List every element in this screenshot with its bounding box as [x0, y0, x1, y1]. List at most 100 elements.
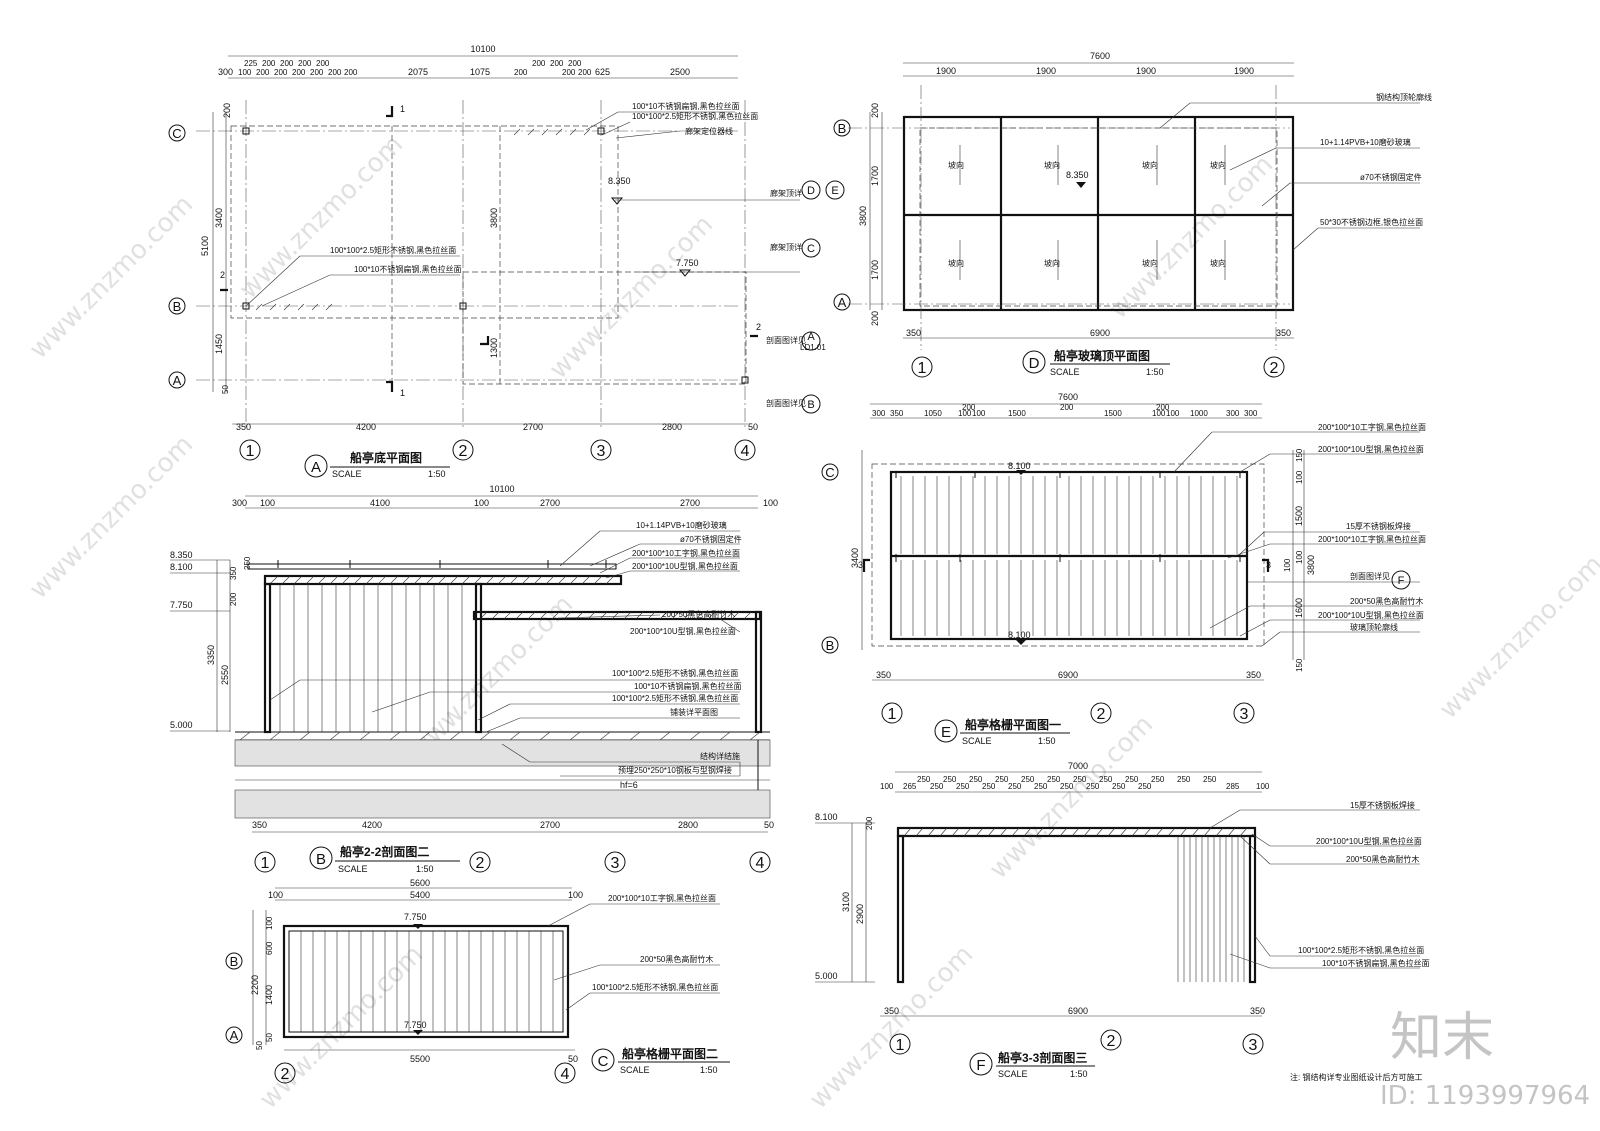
dim-text: 2550 — [220, 665, 230, 685]
watermark-text: www.znzmo.com — [1104, 150, 1279, 325]
level-text: 5.000 — [170, 720, 193, 730]
level-text: 8.350 — [608, 176, 631, 186]
callout-text: 玻璃顶轮廓线 — [1350, 622, 1398, 632]
dim-text: 1500 — [1104, 409, 1122, 418]
dim-text: 2500 — [670, 67, 690, 77]
dim-text: 2700 — [523, 422, 543, 432]
dim-text: 1600 — [1294, 598, 1304, 618]
dim-text: 200 — [229, 592, 238, 606]
dim-text: 3800 — [1306, 555, 1316, 575]
callout-text: 15厚不锈钢板焊接 — [1346, 521, 1411, 531]
dim-text: 250 — [1138, 782, 1152, 791]
dim-text: 50 — [265, 1033, 274, 1042]
panel-label: 坡向 — [948, 160, 964, 170]
watermark-text: www.znzmo.com — [984, 710, 1159, 885]
dim-text: 7600 — [1090, 51, 1110, 61]
dim-text: 1500 — [1008, 409, 1026, 418]
dim-text: 250 — [917, 775, 931, 784]
dim-text: 350 — [229, 566, 238, 580]
view-letter: A — [311, 459, 321, 476]
level-text: 7.750 — [676, 258, 699, 268]
dim-text: 250 — [1099, 775, 1113, 784]
dim-text: 200 — [532, 59, 546, 68]
dim-text: 100 — [880, 782, 894, 791]
dim-text: 300 — [218, 67, 233, 77]
watermark-text: www.znzmo.com — [804, 940, 979, 1115]
axis-label: 3 — [597, 443, 606, 460]
callout-text: 15厚不锈钢板焊接 — [1350, 800, 1415, 810]
view-title: 船亭格栅平面图一 — [965, 717, 1061, 732]
dim-text: 3400 — [850, 548, 860, 568]
dim-text: 5400 — [410, 890, 430, 900]
view-title: 船亭3-3剖面图三 — [998, 1050, 1087, 1065]
callout-text: 200*50黑色高耐竹木 — [662, 609, 735, 619]
dim-text: 1700 — [870, 166, 880, 186]
dim-text: 5600 — [410, 878, 430, 888]
plan-c: 5600 100 5400 100 7.750 7.750 100 600 22… — [225, 878, 730, 1084]
dim-text: 350 — [890, 409, 904, 418]
callout-text: 100*10不锈钢扁钢,黑色拉丝面 — [632, 101, 740, 111]
ref-bubble: D — [807, 185, 815, 197]
view-title-d: D 船亭玻璃顶平面图 SCALE 1:50 — [1022, 348, 1170, 377]
dim-text: 200 — [578, 68, 592, 77]
callout-text: 200*50黑色高耐竹木 — [640, 954, 713, 964]
dim-text: 265 — [903, 782, 917, 791]
dim-text: 3350 — [206, 645, 216, 665]
panel-label: 坡向 — [1044, 258, 1060, 268]
callout-text: 200*100*10U型钢,黑色拉丝面 — [632, 561, 738, 571]
axis-bubbles-x: 1 2 3 4 — [239, 439, 756, 461]
callout-text: 剖面图详见 — [1350, 571, 1390, 581]
level-text: 7.750 — [404, 1020, 427, 1030]
callout-text: 剖面图详见 — [766, 398, 806, 408]
dim-text: 50 — [221, 385, 230, 394]
dim-text: 100 — [1256, 782, 1270, 791]
callout-text: 100*10不锈钢扁钢,黑色拉丝面 — [1322, 958, 1430, 968]
section-b: 10100 300 100 4100 100 2700 2700 100 8.3… — [170, 484, 778, 874]
callout-text: 50*30不锈钢边框,银色拉丝面 — [1320, 217, 1423, 227]
ref-bubble: B — [807, 399, 814, 411]
dim-text: 1700 — [870, 260, 880, 280]
dim-text: 3800 — [489, 208, 499, 228]
callout-text: 100*100*2.5矩形不锈钢,黑色拉丝面 — [330, 245, 456, 255]
callout-text: 100*10不锈钢扁钢,黑色拉丝面 — [634, 681, 742, 691]
dim-text: 2800 — [678, 820, 698, 830]
axis-label: 3 — [1249, 1037, 1258, 1054]
dim-text: 250 — [969, 775, 983, 784]
dim-text: 225 — [244, 59, 258, 68]
axis-label: A — [230, 1028, 239, 1043]
dim-text: 250 — [930, 782, 944, 791]
level-text: 7.750 — [170, 600, 193, 610]
callout-text: 200*100*10U型钢,黑色拉丝面 — [630, 626, 736, 636]
dim-text: 200 — [256, 68, 270, 77]
cut-mark: 2 — [756, 322, 761, 332]
level-text: 8.350 — [1066, 170, 1089, 180]
dim-text: 2075 — [408, 67, 428, 77]
callout-text: 剖面图详见 — [766, 335, 806, 345]
dim-text: 2200 — [250, 975, 260, 995]
callout-text: 200*100*10U型钢,黑色拉丝面 — [1318, 444, 1424, 454]
scale-label: SCALE — [962, 736, 992, 746]
dim-text: 2800 — [662, 422, 682, 432]
dim-text: 7000 — [1068, 761, 1088, 771]
dim-text: 1500 — [1294, 506, 1304, 526]
dim-text: 200 — [280, 59, 294, 68]
panel-label: 坡向 — [1142, 258, 1158, 268]
dim-text: 300 — [1244, 409, 1258, 418]
dim-text: 2700 — [540, 498, 560, 508]
dim-text: 200 — [870, 311, 880, 326]
view-title: 船亭底平面图 — [350, 450, 422, 465]
dim-row-top: 300 225 200 200 200 200 2075 1075 200 20… — [218, 59, 690, 77]
ref-sub: LD1.01 — [800, 343, 826, 352]
dim-row-top: 100 250 250 250 250 250 250 250 250 250 … — [880, 775, 1270, 791]
dim-text: 200 — [344, 68, 358, 77]
panel-label: 坡向 — [1044, 160, 1060, 170]
dim-text: 100 — [568, 890, 583, 900]
watermark-text: www.znzmo.com — [254, 940, 429, 1115]
scale-value: 1:50 — [700, 1065, 718, 1075]
plan-e: 7600 300 350 1050 100 100 1500 1500 100 … — [821, 392, 1426, 746]
scale-value: 1:50 — [1146, 367, 1164, 377]
dim-text: 4200 — [362, 820, 382, 830]
view-letter: B — [316, 851, 326, 868]
dim-text: 200 — [222, 103, 232, 118]
ref-bubble: C — [807, 243, 815, 255]
